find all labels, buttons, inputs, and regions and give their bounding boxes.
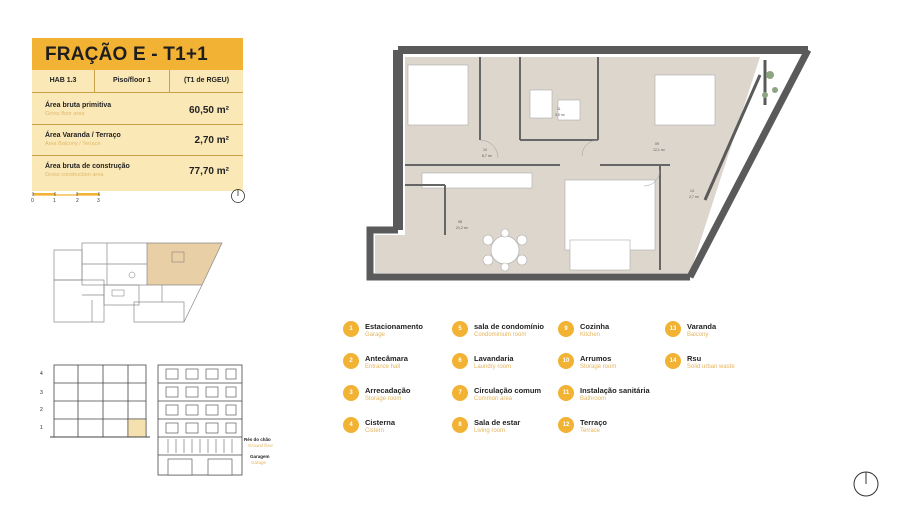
scale-tick-1: 1 — [53, 198, 56, 204]
area-value-1: 60,50 m² — [188, 105, 229, 116]
area-sublabel-1: Gross floor area — [45, 111, 85, 117]
unit-title: FRAÇÃO E - T1+1 — [45, 44, 208, 65]
building-section — [50, 364, 243, 476]
legend-sublabel-9: Kitchen — [580, 332, 601, 338]
area-value-3: 77,70 m² — [188, 166, 229, 177]
legend-sublabel-6: Laundry room — [474, 364, 512, 370]
legend-badge-3: 3 — [343, 385, 359, 401]
legend-label-2: Antecâmara — [365, 354, 408, 363]
legend-badge-14: 14 — [665, 353, 681, 369]
area-sublabel-3: Gross construction area — [45, 172, 104, 178]
north-arrow-icon — [231, 189, 245, 203]
legend-badge-1: 1 — [343, 321, 359, 337]
legend-sublabel-13: Balcony — [687, 332, 709, 338]
legend-sublabel-10: Storage room — [580, 364, 617, 370]
legend-label-4: Cisterna — [365, 418, 396, 427]
legend-sublabel-2: Entrance hall — [365, 364, 401, 370]
legend-label-13: Varanda — [687, 322, 717, 331]
legend-sublabel-8: Living room — [474, 428, 506, 434]
legend-badge-11: 11 — [558, 385, 574, 401]
legend-label-7: Circulação comum — [474, 386, 542, 395]
legend-label-5: sala de condomínio — [474, 322, 545, 331]
area-value-2: 2,70 m² — [194, 135, 229, 146]
area-table: HAB 1.3 Piso/floor 1 (T1 de RGEU) Área b… — [32, 70, 243, 191]
legend-sublabel-14: Solid urban waste — [687, 364, 735, 370]
level-label-1: 1 — [40, 425, 43, 431]
level-label-3: 3 — [40, 390, 43, 396]
ground-floor-label: Rés do chão — [244, 437, 271, 442]
legend-label-6: Lavandaria — [474, 354, 514, 363]
area-label-3: Área bruta de construção — [45, 163, 130, 170]
legend-label-14: Rsu — [687, 354, 702, 363]
scale-bar — [32, 192, 100, 196]
floor-label: Piso/floor 1 — [112, 77, 152, 84]
hab-label: HAB 1.3 — [49, 77, 77, 84]
level-label-2: 2 — [40, 407, 43, 413]
legend-badge-12: 12 — [558, 417, 574, 433]
legend-label-3: Arrecadação — [365, 386, 411, 395]
legend-badge-13: 13 — [665, 321, 681, 337]
room-13-area: 2,7 m² — [689, 195, 699, 199]
area-label-1: Área bruta primitiva — [45, 102, 112, 109]
legend-label-9: Cozinha — [580, 322, 610, 331]
legend-badge-5: 5 — [452, 321, 468, 337]
room-11-area: 3,9 m² — [555, 113, 565, 117]
title-bar — [32, 38, 243, 70]
garage-label: Garagem — [250, 454, 270, 459]
legend-badge-4: 4 — [343, 417, 359, 433]
legend-badge-8: 8 — [452, 417, 468, 433]
key-plan — [53, 242, 223, 323]
legend-sublabel-5: Condominium room — [474, 332, 527, 338]
legend-badge-2: 2 — [343, 353, 359, 369]
legend-badge-7: 7 — [452, 385, 468, 401]
legend-sublabel-7: Common area — [474, 396, 513, 402]
room-09-area: 12,1 m² — [653, 148, 665, 152]
legend-sublabel-12: Terrace — [580, 428, 601, 434]
north-arrow-large-icon — [853, 471, 879, 497]
legend-badge-9: 9 — [558, 321, 574, 337]
ground-floor-sublabel: Ground floor — [248, 443, 274, 448]
garage-sublabel: Garage — [251, 460, 267, 465]
room-08-number: 08 — [458, 220, 462, 224]
typology-label: (T1 de RGEU) — [183, 77, 230, 84]
legend-badge-10: 10 — [558, 353, 574, 369]
room-10-number: 10 — [483, 148, 487, 152]
legend-sublabel-11: Bathroom — [580, 396, 607, 402]
legend-label-1: Estacionamento — [365, 322, 423, 331]
area-sublabel-2: Area Balcony / Terrace — [45, 141, 101, 147]
room-10-area: 8,7 m² — [482, 154, 492, 158]
legend-sublabel-1: Garage — [365, 332, 386, 338]
legend-badge-6: 6 — [452, 353, 468, 369]
level-label-4: 4 — [40, 371, 43, 377]
area-label-2: Área Varanda / Terraço — [45, 132, 121, 139]
legend-sublabel-3: Storage room — [365, 396, 402, 402]
legend-label-8: Sala de estar — [474, 418, 521, 427]
scale-tick-3: 3 — [97, 198, 100, 204]
scale-tick-0: 0 — [31, 198, 34, 204]
floor-plan — [366, 46, 812, 281]
legend-label-12: Terraço — [580, 418, 607, 427]
room-13-number: 13 — [690, 189, 694, 193]
legend-label-11: Instalação sanitária — [580, 386, 650, 395]
room-11-number: 11 — [557, 107, 561, 111]
room-08-area: 21,2 m² — [456, 226, 468, 230]
scale-tick-2: 2 — [76, 198, 79, 204]
legend-label-10: Arrumos — [580, 354, 612, 363]
room-09-number: 09 — [655, 142, 659, 146]
legend-sublabel-4: Cistern — [365, 428, 385, 434]
